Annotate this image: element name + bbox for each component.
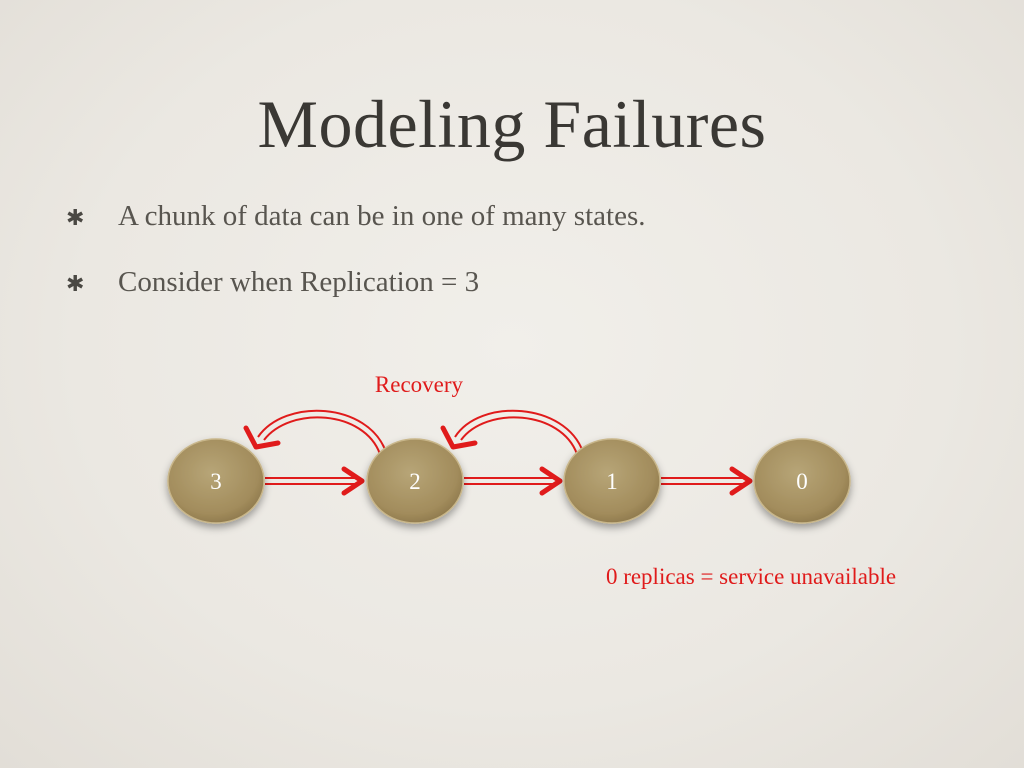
slide-title: Modeling Failures xyxy=(257,86,767,162)
state-node-3: 3 xyxy=(167,438,265,524)
failure-arrow-3-to-2 xyxy=(265,466,365,496)
state-node-1: 1 xyxy=(563,438,661,524)
state-node-2: 2 xyxy=(366,438,464,524)
state-node-0: 0 xyxy=(753,438,851,524)
failure-arrow-2-to-1 xyxy=(464,466,563,496)
state-node-label: 0 xyxy=(796,469,808,494)
state-node-label: 1 xyxy=(606,469,618,494)
bullet-text: A chunk of data can be in one of many st… xyxy=(118,200,646,232)
state-node-label: 3 xyxy=(210,469,222,494)
star-bullet-icon: ✱ xyxy=(66,272,85,297)
recovery-arrow-1-to-2 xyxy=(440,409,584,455)
recovery-arrow-2-to-3 xyxy=(243,409,387,455)
failure-arrow-1-to-0 xyxy=(661,466,753,496)
star-bullet-icon: ✱ xyxy=(66,206,85,231)
state-node-label: 2 xyxy=(409,469,421,494)
recovery-label: Recovery xyxy=(375,372,464,397)
unavailable-note: 0 replicas = service unavailable xyxy=(606,564,896,589)
bullet-text: Consider when Replication = 3 xyxy=(118,266,480,298)
